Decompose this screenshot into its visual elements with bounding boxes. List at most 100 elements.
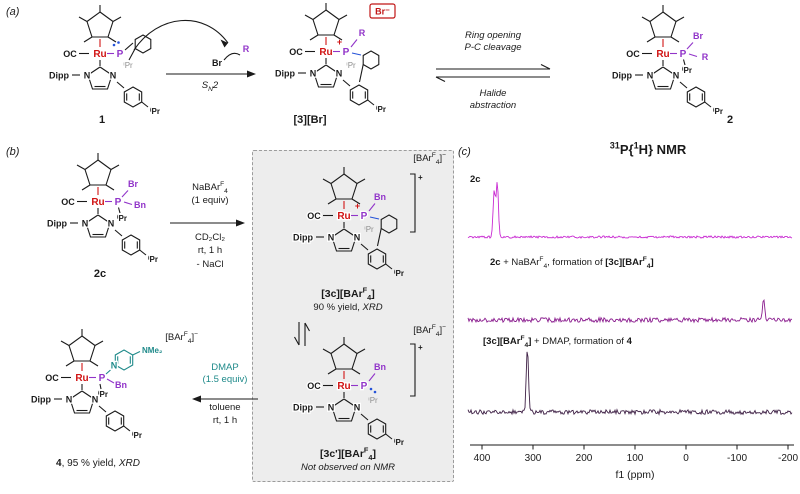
carbonyl-label: OC — [63, 49, 77, 59]
n-aryl-bond — [679, 81, 688, 89]
axis-tick-label: -200 — [778, 453, 798, 464]
structure-3c-drawing: Ru OC P + Bn ⁱPr + N N Dipp ⁱPr — [292, 167, 423, 278]
cage-ring — [362, 50, 380, 70]
sn2-label: SN2 — [201, 80, 219, 93]
cage-ring — [134, 34, 152, 54]
cp-star-ring — [76, 153, 120, 191]
ipr-label: ⁱPr — [682, 65, 692, 75]
structure-4-drawing: Ru OC P N NMe₂ Bn ⁱPr N N Dipp ⁱPr — [30, 329, 163, 440]
vertical-equilibrium-arrows — [294, 322, 310, 346]
br-label: Br — [693, 31, 703, 41]
p-c-bond-blue — [351, 52, 362, 56]
equilibrium-arrows — [435, 64, 551, 82]
n-label: N — [336, 69, 343, 79]
structure-3c: Ru OC P + Bn ⁱPr + N N Dipp ⁱPr — [266, 166, 426, 291]
n-label: N — [66, 395, 73, 405]
step2-solvent: toluene — [209, 402, 241, 413]
cp-star-ring — [641, 5, 685, 43]
structure-3: Ru OC P + R ⁱPr Br⁻ N N Dipp ⁱPr — [248, 2, 408, 127]
structure-3-drawing: Ru OC P + R ⁱPr Br⁻ N N Dipp ⁱPr — [274, 3, 396, 114]
p-plus-charge: + — [355, 201, 360, 211]
axis-tick-label: 300 — [525, 453, 542, 464]
n-label: N — [354, 403, 361, 413]
axis-tick-label: 200 — [576, 453, 593, 464]
lone-pair-dot — [369, 387, 373, 391]
cage-aryl-bond — [358, 64, 364, 83]
bn-label: Bn — [374, 192, 386, 202]
panel-a-tag: (a) — [6, 6, 20, 18]
p-r-bond — [688, 53, 698, 58]
carbonyl-label: OC — [45, 373, 59, 383]
aryl-ipr-bond — [123, 425, 131, 432]
dipp-label: Dipp — [293, 403, 313, 413]
aryl-ipr-bond — [367, 99, 375, 106]
ipr-label: ⁱPr — [346, 61, 356, 70]
eq-caption-top-1: Ring opening — [465, 30, 521, 41]
p-bn-bond — [368, 373, 376, 382]
ipr-label: ⁱPr — [117, 213, 127, 223]
compound-2-label: 2 — [726, 114, 734, 126]
reaction-arrow-head — [247, 70, 256, 78]
aryl-ring — [367, 248, 387, 270]
ipr-label: ⁱPr — [148, 254, 158, 264]
carbonyl-label: OC — [61, 197, 75, 207]
nme2-label: NMe₂ — [142, 346, 163, 355]
ipr-label: ⁱPr — [394, 268, 404, 278]
ru-label: Ru — [337, 211, 350, 222]
spectrum-3-label: [3c][BArF4] + DMAP, formation of 4 — [483, 334, 632, 349]
phosphorus-label: P — [361, 381, 368, 392]
aryl-ring — [686, 86, 706, 108]
ipr-label: ⁱPr — [132, 430, 142, 440]
nmr-trace-3 — [467, 351, 793, 416]
panel-c-tag: (c) — [458, 146, 471, 158]
dmap-nme2-bond — [132, 351, 141, 356]
ipr-label: ⁱPr — [98, 389, 108, 399]
dipp-label: Dipp — [31, 395, 51, 405]
eq-caption-top-2: P-C cleavage — [464, 42, 522, 53]
phosphorus-label: P — [361, 211, 368, 222]
structure-2c: Ru OC P Br Bn ⁱPr N N Dipp ⁱPr — [20, 152, 180, 277]
step2-reagent: DMAP — [211, 362, 239, 373]
dipp-label: Dipp — [275, 69, 295, 79]
ipr-label: ⁱPr — [150, 106, 160, 116]
step1-equiv: (1 equiv) — [191, 195, 229, 206]
nhc-ring — [331, 398, 357, 422]
br-r-bond — [223, 52, 241, 61]
step1-byproduct: - NaCl — [196, 259, 224, 270]
curved-arrow — [133, 20, 229, 51]
phosphorus-label: P — [343, 47, 350, 58]
reaction-arrows-a: Br R — [133, 20, 256, 78]
n-aryl-bond — [114, 229, 123, 237]
nhc-ring — [331, 228, 357, 252]
bracket-plus-charge: + — [418, 343, 423, 352]
structure-2-drawing: Ru OC P Br R ⁱPr N N Dipp ⁱPr — [611, 5, 723, 116]
curved-arrow-head — [220, 39, 228, 48]
charge-bracket — [410, 343, 416, 397]
carbonyl-label: OC — [626, 49, 640, 59]
cage-ring — [380, 214, 398, 234]
harpoon-down-head — [294, 336, 300, 346]
p-ipr-bond — [682, 59, 686, 66]
cp-star-ring — [304, 3, 348, 41]
carbonyl-label: OC — [289, 47, 303, 57]
n-aryl-bond — [98, 405, 107, 413]
n-label: N — [82, 219, 89, 229]
aryl-ipr-bond — [139, 249, 147, 256]
cage-aryl-bond — [128, 48, 136, 61]
compound-3-label: [3][Br] — [293, 114, 327, 126]
bromide-box — [369, 3, 396, 19]
spectrum-2-label: 2c + NaBArF4, formation of [3c][BArF4] — [490, 255, 654, 270]
nhc-ring — [313, 64, 339, 88]
ru-label: Ru — [75, 373, 88, 384]
lone-pair-dot — [112, 43, 116, 47]
dipp-label: Dipp — [293, 233, 313, 243]
ipr-label: ⁱPr — [394, 437, 404, 447]
nmr-trace-2 — [467, 298, 793, 324]
axis-tick-label: 400 — [474, 453, 491, 464]
ipr-label: ⁱPr — [376, 104, 386, 114]
p-dmap-bond — [105, 369, 111, 375]
step1-conditions: rt, 1 h — [197, 245, 223, 256]
compound-1-label: 1 — [98, 114, 106, 126]
step2-equiv: (1.5 equiv) — [202, 374, 248, 385]
